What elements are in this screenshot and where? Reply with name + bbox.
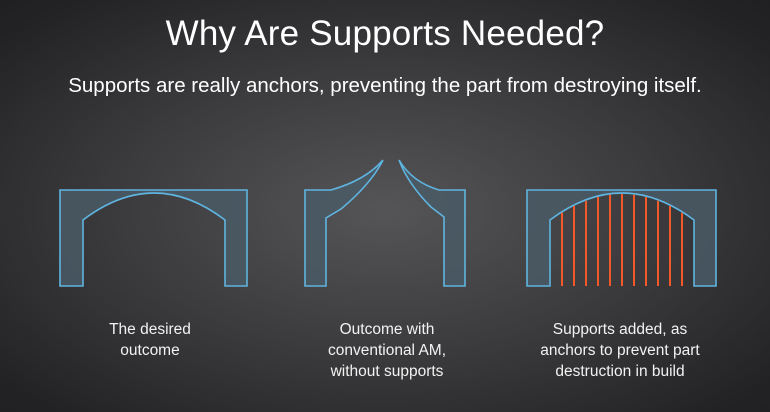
caption-supports-added: Supports added, as anchors to prevent pa… xyxy=(510,319,730,382)
caption-line: outcome xyxy=(120,342,180,359)
caption-line: conventional AM, xyxy=(327,342,447,359)
desired-outcome-part xyxy=(59,189,248,287)
supported-arch-shape xyxy=(526,189,717,287)
desired-arch-shape xyxy=(59,189,248,287)
slide-title: Why Are Supports Needed? xyxy=(165,14,605,53)
caption-line: without supports xyxy=(330,363,444,380)
caption-line: anchors to prevent part xyxy=(540,342,700,359)
failed-left-half-shape xyxy=(304,159,384,287)
caption-line: The desired xyxy=(109,321,191,338)
caption-line: Supports added, as xyxy=(552,321,688,338)
caption-line: destruction in build xyxy=(555,363,685,380)
failed-outcome-part xyxy=(304,159,466,287)
slide-subtitle: Supports are really anchors, preventing … xyxy=(68,74,702,97)
caption-line: Outcome with xyxy=(339,321,435,338)
failed-right-half-shape xyxy=(398,159,466,287)
support-lines xyxy=(561,194,683,286)
caption-without-supports: Outcome with conventional AM, without su… xyxy=(292,319,482,382)
supported-part xyxy=(526,189,717,287)
caption-desired-outcome: The desired outcome xyxy=(55,319,245,361)
